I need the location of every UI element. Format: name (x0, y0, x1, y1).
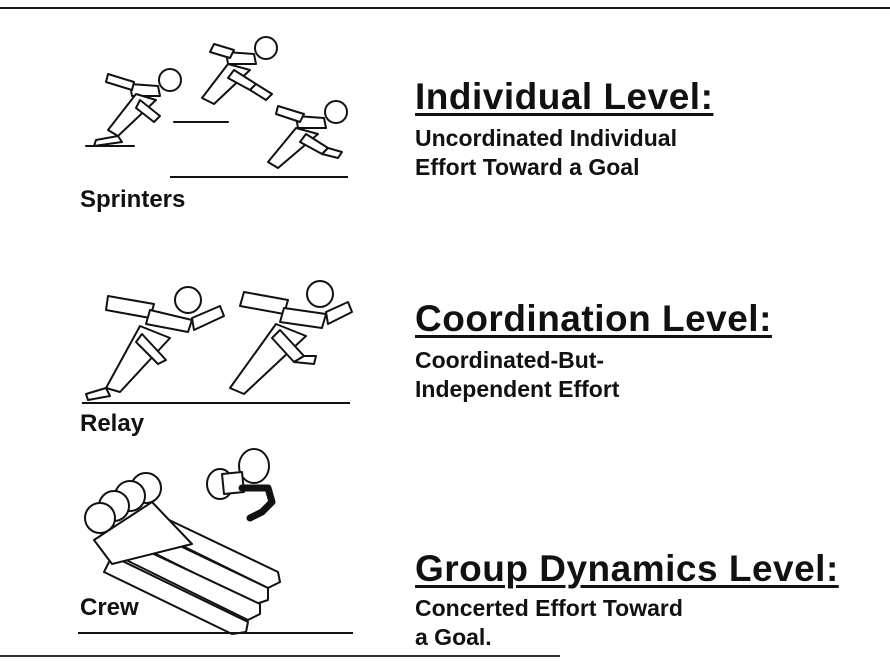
bottom-rule (0, 655, 560, 657)
sprinters-baseline (170, 176, 348, 178)
individual-level-title: Individual Level: (415, 76, 714, 117)
coordination-level-title: Coordination Level: (415, 298, 772, 339)
description-line: Coordinated-But- (415, 347, 605, 373)
description-line: Uncordinated Individual (415, 125, 677, 151)
relay-baseline (82, 402, 350, 404)
rowing-crew-icon (84, 448, 281, 635)
group-dynamics-level-title: Group Dynamics Level: (415, 548, 839, 589)
description-line: a Goal. (415, 624, 492, 650)
coordination-level-description: Coordinated-But- Independent Effort (415, 346, 619, 404)
sprinters-icon (85, 36, 348, 169)
sprinters-label: Sprinters (80, 186, 186, 213)
description-line: Concerted Effort Toward (415, 595, 683, 621)
relay-runners-icon (85, 280, 353, 401)
crew-label: Crew (80, 594, 139, 621)
description-line: Independent Effort (415, 376, 620, 402)
description-line: Effort Toward a Goal (415, 154, 640, 180)
relay-label: Relay (80, 410, 145, 437)
top-rule (0, 7, 890, 9)
group-dynamics-level-description: Concerted Effort Toward a Goal. (415, 594, 683, 652)
crew-baseline (78, 632, 353, 634)
individual-level-description: Uncordinated Individual Effort Toward a … (415, 124, 677, 182)
